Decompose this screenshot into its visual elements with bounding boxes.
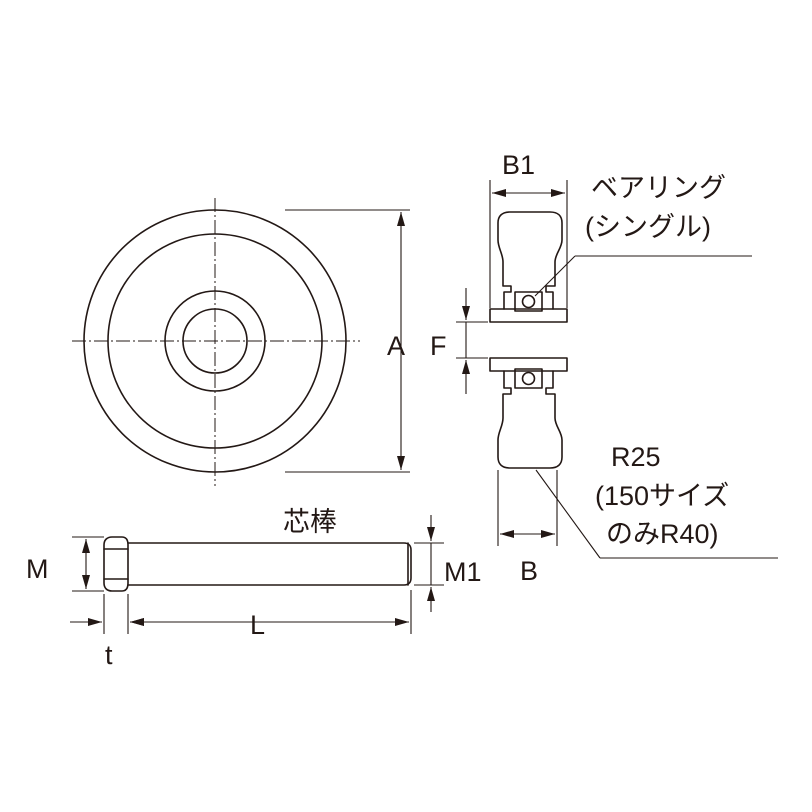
dimension-l-label: L bbox=[250, 610, 265, 640]
wheel-side-view bbox=[489, 211, 568, 469]
dimension-b1: B1 bbox=[489, 150, 568, 308]
axle-label: 芯棒 bbox=[283, 507, 337, 537]
dimension-l-t: L t bbox=[70, 590, 412, 670]
radius-leader: R25 (150サイズ のみR40) bbox=[535, 442, 778, 559]
dimension-t-label: t bbox=[105, 640, 113, 670]
dimension-b: B bbox=[497, 470, 558, 586]
bearing-label-line1: ベアリング bbox=[591, 173, 726, 203]
axle-pin: 芯棒 bbox=[103, 507, 412, 592]
bearing-upper bbox=[514, 291, 543, 312]
bearing-label-line2: (シングル) bbox=[585, 212, 711, 242]
dimension-a: A bbox=[285, 209, 410, 473]
wheel-section-lower bbox=[489, 357, 568, 469]
dimension-m1: M1 bbox=[414, 515, 482, 612]
dimension-b-label: B bbox=[520, 556, 538, 586]
wheel-front-view bbox=[72, 198, 360, 486]
bearing-ball-lower bbox=[521, 371, 536, 386]
bearing-leader: ベアリング (シングル) bbox=[534, 173, 752, 297]
axle-shaft bbox=[127, 542, 412, 586]
wheel-section-upper bbox=[489, 211, 568, 323]
radius-label-line2: (150サイズ bbox=[595, 481, 729, 511]
bearing-ball-upper bbox=[521, 294, 536, 309]
dimension-a-label: A bbox=[387, 331, 405, 361]
bearing-lower bbox=[514, 368, 543, 389]
dimension-b1-label: B1 bbox=[502, 150, 535, 180]
axle-head bbox=[103, 536, 129, 592]
dimension-f-label: F bbox=[430, 331, 447, 361]
dimension-f: F bbox=[430, 288, 488, 394]
dimension-m-label: M bbox=[26, 554, 49, 584]
radius-label-line1: R25 bbox=[611, 442, 661, 472]
dimension-m: M bbox=[26, 536, 104, 592]
radius-label-line3: のみR40) bbox=[606, 519, 719, 549]
dimension-m1-label: M1 bbox=[444, 557, 482, 587]
